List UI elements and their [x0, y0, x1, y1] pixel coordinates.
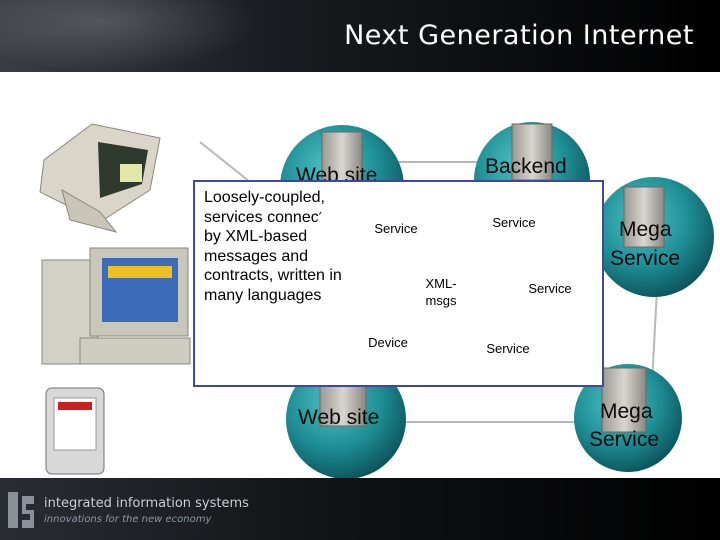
title-bar: Next Generation Internet [0, 0, 720, 72]
mega-service-node-bottom [574, 364, 682, 472]
callout-box [193, 180, 604, 387]
company-name: integrated information systems [44, 496, 249, 511]
device-label: Device [368, 335, 408, 350]
mega-service-label-bottom-2: Service [589, 428, 659, 451]
footer-bar: integrated information systems innovatio… [0, 478, 720, 540]
slide-title: Next Generation Internet [344, 20, 694, 51]
backend-label: Backend [485, 155, 567, 178]
service-label-d: Service [486, 341, 530, 356]
callout-diagram [316, 198, 380, 262]
service-label-b: Service [492, 215, 536, 230]
phone-device-icon [39, 123, 161, 233]
handheld-pda-icon [45, 387, 105, 475]
mega-service-node-right [594, 177, 714, 297]
title-bar-sheen [0, 0, 260, 72]
mega-service-label-bottom-1: Mega [600, 400, 653, 423]
service-label-c: Service [528, 281, 572, 296]
callout-description: Loosely-coupled, services connected by X… [204, 189, 342, 304]
service-label-a: Service [374, 221, 418, 236]
web-site-label-bottom: Web site [298, 406, 379, 429]
service-a-circle [316, 198, 380, 262]
mega-service-label-right-1: Mega [619, 218, 672, 241]
xml-msgs-label: XML-msgs [425, 276, 457, 308]
mega-service-label-right-2: Service [610, 247, 680, 270]
company-logo-icon [8, 492, 34, 528]
desktop-computer-icon [41, 247, 191, 365]
company-tagline: innovations for the new economy [44, 514, 212, 525]
network-diagram [39, 122, 714, 478]
